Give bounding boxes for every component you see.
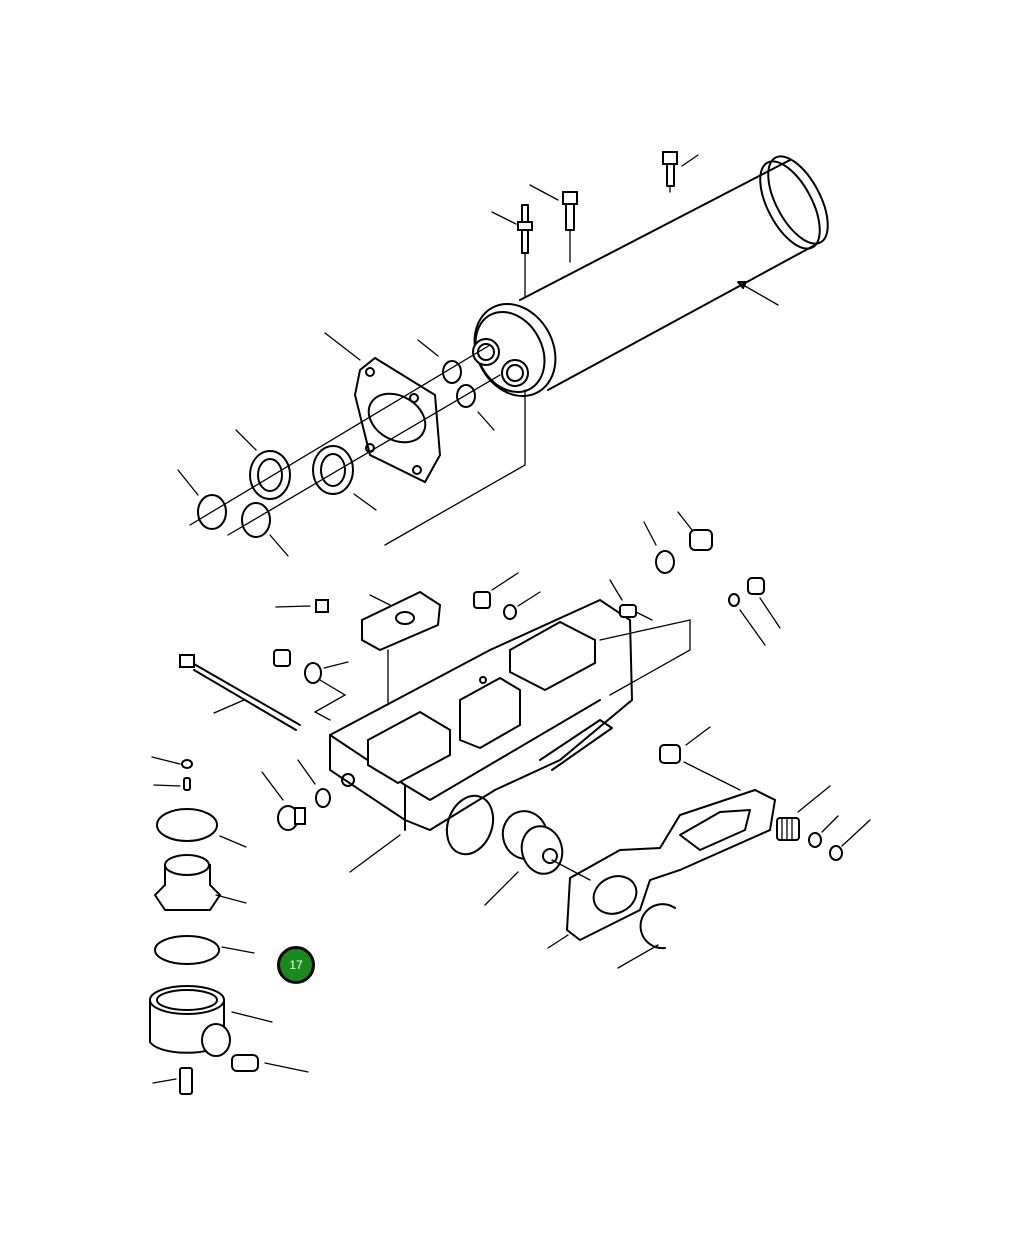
long-bolt — [179, 654, 301, 731]
upper-fittings — [273, 511, 781, 721]
end-flange-assembly — [177, 332, 526, 557]
piston — [484, 810, 591, 906]
callout-number: 17 — [289, 958, 303, 972]
drain-plug — [261, 759, 331, 831]
valve-body — [329, 598, 634, 873]
cylinder-tube — [472, 155, 829, 397]
gasket-assembly — [547, 726, 871, 969]
callout-badge[interactable]: 17 — [277, 946, 315, 984]
filter-stack — [149, 756, 309, 1095]
top-bolts — [491, 151, 699, 299]
